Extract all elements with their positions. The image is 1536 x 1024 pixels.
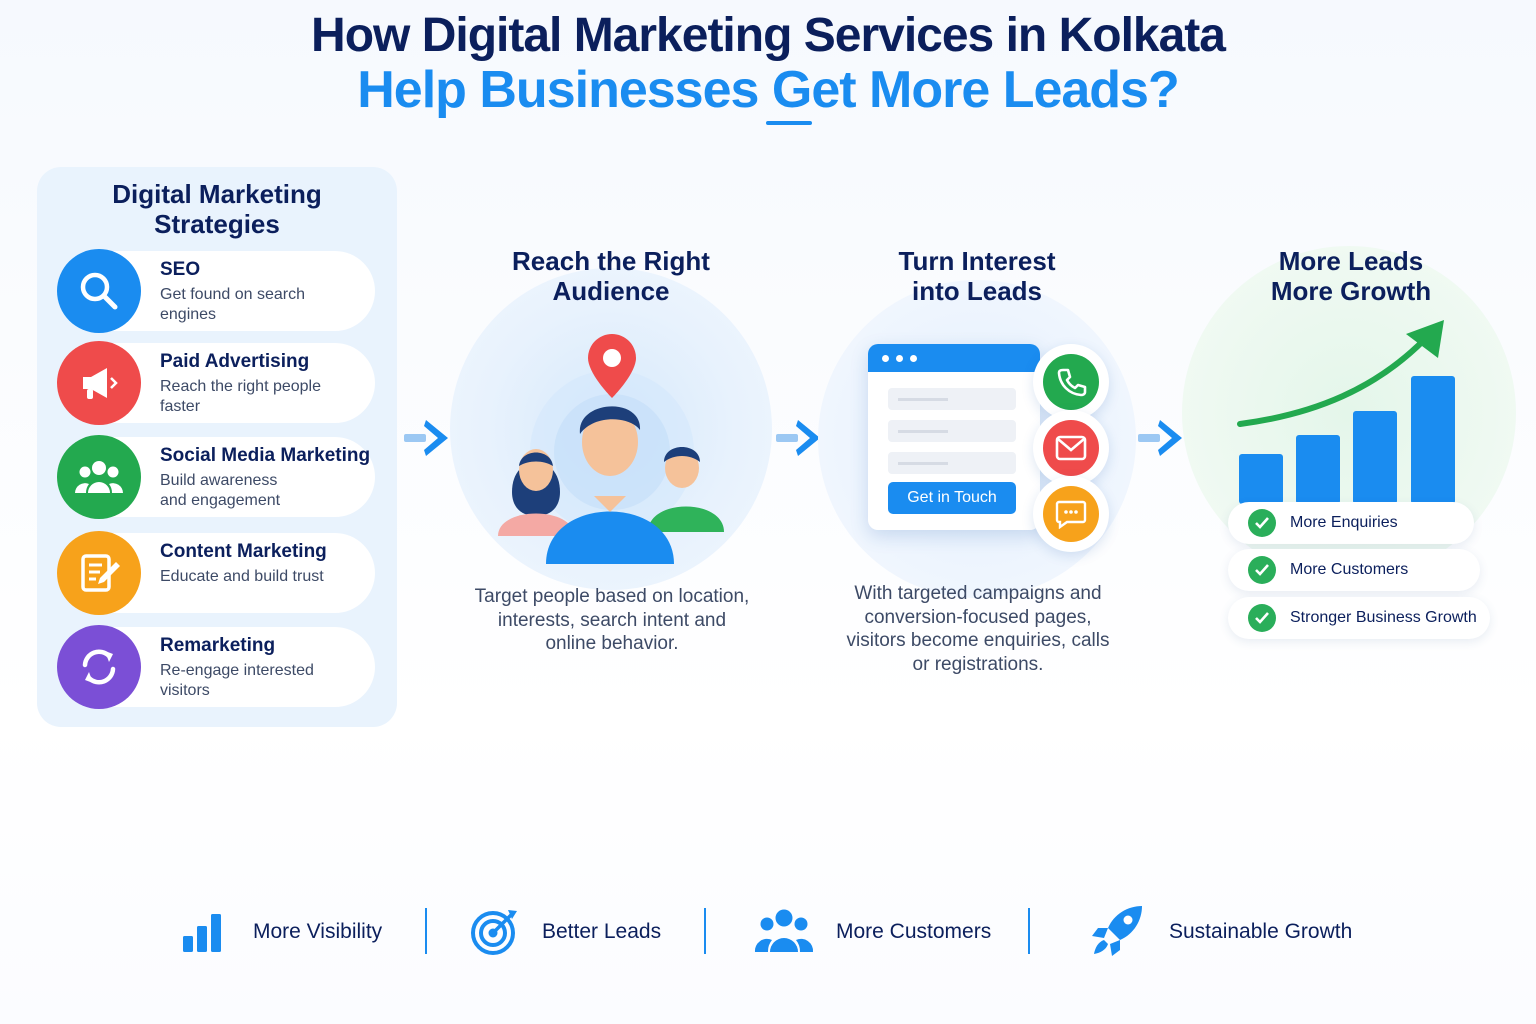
audience-desc: Target people based on location, interes… [474,586,750,654]
divider [704,908,706,954]
strategy-seo: SEO Get found on search engines [57,249,375,333]
chat-contact [1033,476,1109,552]
page-subtitle: Help Businesses Get More Leads? [357,61,1180,119]
megaphone-icon [57,341,141,425]
leads-desc: With targeted campaigns and conversion-f… [846,583,1110,675]
page-title: How Digital Marketing Services in Kolkat… [311,9,1226,62]
check-icon [1248,509,1276,537]
strategy-title: Content Marketing [160,541,327,562]
arrow-right-icon [1138,420,1182,456]
strategy-desc: Build awareness and engagement [160,472,281,509]
form-field [888,388,1016,410]
result-item: Stronger Business Growth [1228,597,1490,639]
divider [1028,908,1030,954]
benefit-label: Better Leads [542,920,662,943]
document-edit-icon [57,531,141,615]
form-field [888,420,1016,442]
chat-icon [1043,486,1099,542]
phone-contact [1033,344,1109,420]
get-in-touch-button[interactable]: Get in Touch [888,482,1016,514]
people-group-icon [754,909,814,952]
divider [425,908,427,954]
mail-icon [1043,420,1099,476]
rocket-icon [1092,906,1142,956]
bar-chart-icon [183,914,221,952]
strategy-paid-advertising: Paid Advertising Reach the right people … [57,341,375,425]
strategy-title: Remarketing [160,635,276,656]
result-item: More Customers [1228,549,1480,591]
strategy-title: Paid Advertising [160,351,310,372]
result-label: More Customers [1290,561,1409,578]
arrow-right-icon [776,420,820,456]
people-group-icon [57,435,141,519]
benefit-label: More Customers [836,920,992,943]
check-icon [1248,604,1276,632]
audience-people-icon [498,334,724,564]
result-item: More Enquiries [1228,502,1474,544]
growth-bar-chart-icon [1237,320,1455,504]
search-icon [57,249,141,333]
strategy-remarketing: Remarketing Re-engage interested visitor… [57,625,375,709]
strategy-title: Social Media Marketing [160,445,371,466]
strategy-content-marketing: Content Marketing Educate and build trus… [57,531,375,615]
check-icon [1248,556,1276,584]
leads-title: Turn Interest into Leads [898,246,1056,306]
benefit-label: More Visibility [253,920,383,943]
strategy-social-media: Social Media Marketing Build awareness a… [57,435,375,519]
strategy-desc: Get found on search engines [160,286,305,323]
refresh-icon [57,625,141,709]
benefit-leads: Better Leads [470,906,690,956]
strategy-desc: Reach the right people faster [160,378,321,415]
arrow-right-icon [404,420,448,456]
landing-page-window: Get in Touch [868,344,1040,530]
target-icon [471,910,517,955]
title-underline [766,121,812,125]
phone-icon [1043,354,1099,410]
browser-bar [868,344,1040,372]
benefit-growth: Sustainable Growth [1090,906,1370,956]
strategies-panel: Digital Marketing Strategies SEO Get fou… [37,167,397,727]
result-label: Stronger Business Growth [1290,609,1477,626]
benefit-customers: More Customers [754,906,1004,956]
strategy-title: SEO [160,259,201,280]
strategy-desc: Educate and build trust [160,568,324,585]
result-label: More Enquiries [1290,514,1398,531]
benefit-visibility: More Visibility [180,906,400,956]
growth-title: More Leads More Growth [1270,246,1432,306]
strategies-title: Digital Marketing Strategies [112,179,322,239]
strategy-desc: Re-engage interested visitors [160,662,314,699]
audience-title: Reach the Right Audience [512,246,710,306]
email-contact [1033,410,1109,486]
benefit-label: Sustainable Growth [1169,920,1353,943]
form-field [888,452,1016,474]
